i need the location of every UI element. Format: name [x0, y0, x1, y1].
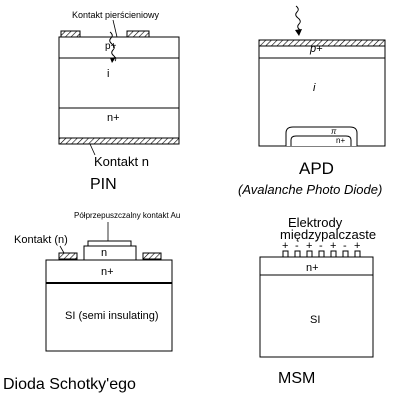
- msm-electrode: [354, 250, 361, 258]
- msm-polarity-label: +: [282, 240, 289, 252]
- apd-photon-icon: [295, 5, 301, 31]
- msm-electrodes-label-line2: międzypalczaste: [280, 227, 377, 242]
- schottky-au-contact-label: Półprzepuszczalny kontakt Au: [74, 211, 181, 220]
- msm-si-layer-label: SI: [310, 314, 321, 326]
- apd-title: APD: [299, 159, 334, 178]
- msm-electrodes-label-line1: Elektrody: [288, 215, 343, 230]
- msm-n-layer-label: n+: [306, 262, 319, 274]
- schottky-n-layer-label: n+: [101, 266, 114, 278]
- schottky-contact-pointer: [59, 245, 65, 254]
- schottky-body: [45, 259, 173, 352]
- msm-polarity-label: +: [306, 240, 313, 252]
- pin-contact-pointer: [112, 19, 118, 38]
- pin-bottom-contact: [58, 137, 180, 145]
- schottky-title: Dioda Schotky'ego: [3, 376, 136, 393]
- msm-polarity-label: -: [295, 240, 299, 252]
- pin-n-layer-label: n+: [107, 112, 120, 124]
- pin-p-layer-label: p+: [105, 41, 117, 52]
- apd-pi-layer-label: π: [331, 127, 337, 136]
- pin-i-layer-label: i: [107, 68, 110, 80]
- pin-photon-arrowhead: [110, 57, 116, 63]
- pin-ring-contact-label: Kontakt pierścieniowy: [72, 10, 160, 20]
- msm-polarity-label: +: [354, 240, 361, 252]
- pin-title: PIN: [90, 176, 117, 193]
- msm-electrode: [306, 250, 313, 258]
- schottky-n-region: [83, 245, 137, 261]
- msm-polarity-label: -: [319, 240, 323, 252]
- msm-electrode: [282, 250, 289, 258]
- apd-subtitle: (Avalanche Photo Diode): [238, 182, 383, 197]
- apd-i-layer-label: i: [313, 82, 316, 94]
- pin-bottom-contact-label: Kontakt n: [94, 154, 149, 169]
- schottky-contact-left: [58, 252, 78, 260]
- msm-electrode: [330, 250, 337, 258]
- msm-electrodes: [282, 250, 361, 258]
- msm-polarity-label: -: [343, 240, 347, 252]
- msm-electrode: [342, 250, 349, 258]
- msm-body: [259, 256, 374, 358]
- schottky-contact-label: Kontakt (n): [14, 234, 68, 246]
- msm-polarity-label: +: [330, 240, 337, 252]
- schottky-diagram: [45, 222, 173, 352]
- pin-body: [58, 36, 180, 139]
- pin-diagram: [58, 19, 180, 156]
- apd-photon-arrowhead: [295, 29, 302, 36]
- msm-diagram: [259, 250, 374, 358]
- apd-diagram: [258, 5, 386, 147]
- apd-p-layer-label: p+: [310, 43, 323, 55]
- schottky-si-layer-label: SI (semi insulating): [65, 310, 159, 322]
- msm-title: MSM: [278, 370, 316, 387]
- apd-n-layer-label: n+: [336, 136, 346, 145]
- pin-bottom-contact-pointer: [89, 143, 96, 156]
- msm-electrode: [294, 250, 301, 258]
- apd-n-region: [290, 135, 352, 146]
- pin-photon-icon: [109, 31, 117, 62]
- msm-electrode: [318, 250, 325, 258]
- schottky-au-contact: [87, 240, 132, 247]
- schottky-contact-right: [142, 252, 162, 260]
- schottky-n-region-label: n: [101, 247, 108, 259]
